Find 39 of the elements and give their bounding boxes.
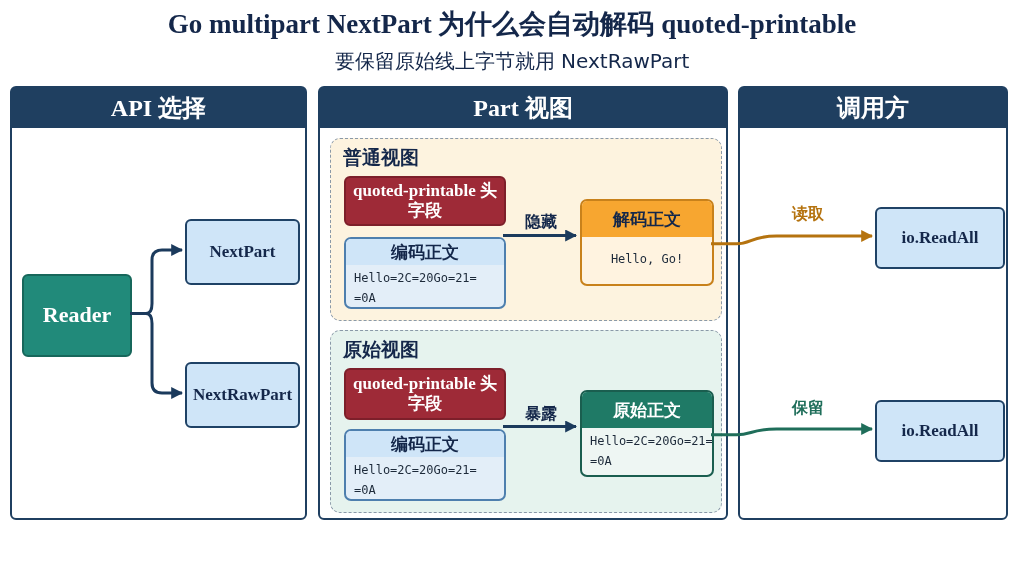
panel [738,86,1008,520]
header-box: quoted-printable 头字段 [344,368,506,420]
panel [10,86,307,520]
code-box [580,199,714,286]
panel-heading: Part 视图 [320,88,726,128]
box-heading: 解码正文 [582,201,712,237]
subtitle: 要保留原始线上字节就用 NextRawPart [333,48,691,75]
process-box: io.ReadAll [875,207,1005,269]
code-text: Hello=2C=20Go=21= =0A [589,433,712,470]
code-box [344,237,506,309]
edge-label: 暴露 [523,404,559,425]
box-heading: 编码正文 [346,239,504,265]
box-heading: 原始正文 [582,392,712,428]
title: Go multipart NextPart 为什么会自动解码 quoted-printable [166,8,858,41]
box-heading: 编码正文 [346,431,504,457]
arrow [711,423,874,437]
process-box: NextRawPart [185,362,300,428]
edge-label: 读取 [790,204,826,225]
code-text: Hello=2C=20Go=21= =0A [353,462,478,499]
group-heading: 原始视图 [343,338,419,362]
header-box: quoted-printable 头字段 [344,176,506,226]
process-box: Reader [22,274,132,357]
arrow [503,229,578,242]
process-box: NextPart [185,219,300,285]
arrow [503,420,578,433]
panel [318,86,728,520]
panel-heading: API 选择 [12,88,305,128]
group-box [330,138,722,321]
code-box [580,390,714,477]
edge-label: 保留 [790,398,826,419]
process-box: io.ReadAll [875,400,1005,462]
code-text: Hello, Go! [609,251,685,268]
group-heading: 普通视图 [343,146,419,170]
arrow [711,230,874,246]
group-box [330,330,722,513]
edge-label: 隐藏 [523,212,559,233]
panel-heading: 调用方 [740,88,1006,128]
code-text: Hello=2C=20Go=21= =0A [353,270,478,307]
code-box [344,429,506,501]
